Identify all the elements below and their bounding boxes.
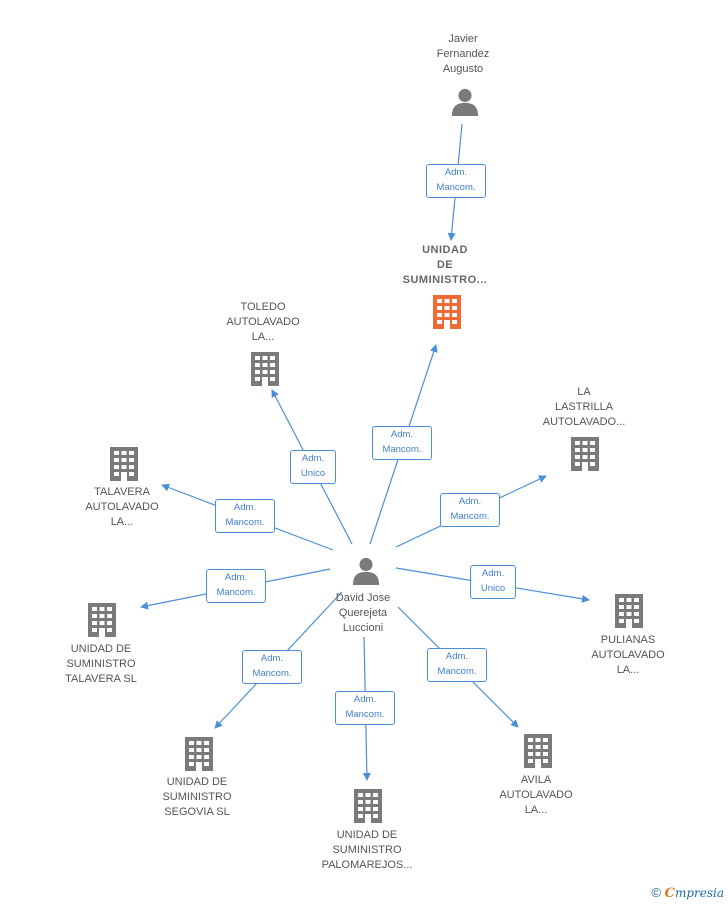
edges	[140, 123, 590, 781]
node-label-unidad-segovia[interactable]: UNIDAD DE SUMINISTRO SEGOVIA SL	[162, 776, 232, 818]
person-icon[interactable]	[352, 557, 380, 585]
edge-label-david-toledo[interactable]: Adm. Unico	[290, 450, 336, 484]
node-label-toledo[interactable]: TOLEDO AUTOLAVADO LA...	[226, 301, 300, 343]
edge-label-david-palomarejos[interactable]: Adm. Mancom.	[335, 691, 395, 725]
edge-label-david-unidad[interactable]: Adm. Mancom.	[372, 426, 432, 460]
brand-logo-text: mpresia	[674, 886, 724, 900]
edge-label-javier-unidad[interactable]: Adm. Mancom.	[426, 164, 486, 198]
building-icon[interactable]	[354, 789, 382, 823]
building-icon[interactable]	[433, 295, 461, 329]
building-icon[interactable]	[524, 734, 552, 768]
brand-logo-letter: C	[664, 886, 675, 901]
node-label-pulianas[interactable]: PULIANAS AUTOLAVADO LA...	[591, 634, 665, 676]
node-label-unidad-main[interactable]: UNIDAD DE SUMINISTRO...	[402, 244, 488, 286]
node-label-talavera-auto[interactable]: TALAVERA AUTOLAVADO LA...	[85, 486, 159, 528]
building-icon[interactable]	[110, 447, 138, 481]
edge-label-david-lastrilla[interactable]: Adm. Mancom.	[440, 493, 500, 527]
building-icon[interactable]	[251, 352, 279, 386]
edge-label-david-pulianas[interactable]: Adm. Unico	[470, 565, 516, 599]
building-icon[interactable]	[185, 737, 213, 771]
copyright-icon: ©	[651, 885, 661, 900]
person-icon[interactable]	[451, 88, 479, 116]
edge-label-david-talavera-auto[interactable]: Adm. Mancom.	[215, 499, 275, 533]
empresia-watermark: © Cmpresia	[651, 885, 724, 901]
node-label-unidad-talavera[interactable]: UNIDAD DE SUMINISTRO TALAVERA SL	[65, 643, 137, 685]
node-label-unidad-palomarejos[interactable]: UNIDAD DE SUMINISTRO PALOMAREJOS...	[321, 829, 413, 871]
edge-label-david-segovia[interactable]: Adm. Mancom.	[242, 650, 302, 684]
node-label-david[interactable]: David Jose Querejeta Luccioni	[335, 592, 391, 634]
edge-label-david-avila[interactable]: Adm. Mancom.	[427, 648, 487, 682]
building-icon[interactable]	[615, 594, 643, 628]
building-icon[interactable]	[88, 603, 116, 637]
node-label-javier[interactable]: Javier Fernandez Augusto	[436, 33, 490, 75]
node-label-lastrilla[interactable]: LA LASTRILLA AUTOLAVADO...	[542, 386, 626, 428]
building-icon[interactable]	[571, 437, 599, 471]
node-label-avila[interactable]: AVILA AUTOLAVADO LA...	[499, 774, 573, 816]
edge-label-david-unidad-talavera[interactable]: Adm. Mancom.	[206, 569, 266, 603]
